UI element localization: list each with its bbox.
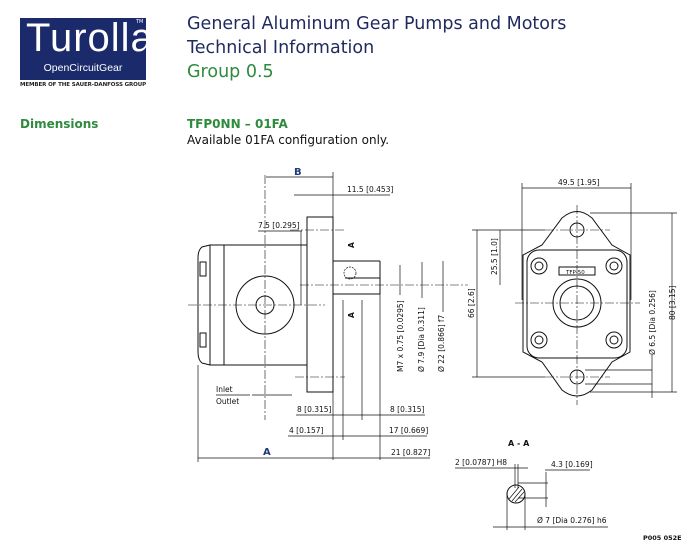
dim-flange-thickness: 11.5 [0.453]	[347, 185, 393, 194]
dim-height-25: 25.5 [1.0]	[490, 238, 499, 275]
dim-4: 4 [0.157]	[289, 426, 324, 435]
dim-hole-dia: Ø 6.5 [Dia 0.256]	[648, 290, 657, 355]
header-title-line2: Technical Information	[187, 38, 375, 58]
dim-thread: M7 x 0.75 [0.0295]	[396, 300, 405, 372]
dim-17: 17 [0.669]	[389, 426, 428, 435]
logo-subtitle: OpenCircuitGear	[43, 62, 123, 74]
configuration-note: Available 01FA configuration only.	[187, 133, 390, 147]
dim-height-80: 80 [3.15]	[668, 285, 677, 320]
dim-shaft-dia-section: Ø 7 [Dia 0.276] h6	[537, 516, 607, 525]
turolla-logo: Turolla TM OpenCircuitGear	[20, 16, 154, 80]
section-heading: Dimensions	[20, 117, 99, 131]
section-marker-bottom: A	[347, 312, 356, 318]
dim-8-right: 8 [0.315]	[390, 405, 425, 414]
model-heading: TFP0NN – 01FA	[187, 117, 288, 131]
dim-pilot-offset: 7.5 [0.295]	[258, 221, 300, 230]
figure-id: P005 052E	[643, 534, 682, 542]
side-view: B 11.5 [0.453] 7.5 [0.295] A A M7 x 0.75…	[188, 167, 468, 462]
dim-height-66: 66 [2.6]	[467, 288, 476, 318]
logo-wordmark: Turolla	[26, 16, 154, 60]
inlet-label: Inlet	[216, 385, 233, 394]
logo-trademark: TM	[136, 19, 144, 25]
dim-width: 49.5 [1.95]	[558, 178, 600, 187]
outlet-label: Outlet	[216, 397, 239, 406]
dim-shaft-dia: Ø 7.9 [Dia 0.311]	[417, 307, 426, 372]
dim-b-label: B	[294, 167, 302, 178]
dim-21: 21 [0.827]	[391, 448, 430, 457]
logo-member-text: MEMBER OF THE SAUER-DANFOSS GROUP	[20, 82, 147, 88]
dim-key-height: 4.3 [0.169]	[551, 460, 593, 469]
nameplate-text: TFP-50	[565, 270, 585, 276]
section-aa-title: A - A	[508, 439, 530, 448]
dim-a-label: A	[263, 447, 271, 458]
header-title-line1: General Aluminum Gear Pumps and Motors	[187, 14, 567, 34]
section-marker-top: A	[347, 242, 356, 248]
section-aa: A - A 2 [0.0787] H8 4.3 [0.169] Ø 7 [Dia…	[455, 439, 608, 530]
dim-key-width: 2 [0.0787] H8	[455, 458, 507, 467]
header-title-group: Group 0.5	[187, 62, 274, 82]
front-view: 49.5 [1.95] TFP-50 66 [2.6] 25.5 [1.0] Ø…	[467, 178, 677, 405]
dim-8-left: 8 [0.315]	[297, 405, 332, 414]
dim-pilot-dia: Ø 22 [0.866] f7	[437, 314, 446, 372]
